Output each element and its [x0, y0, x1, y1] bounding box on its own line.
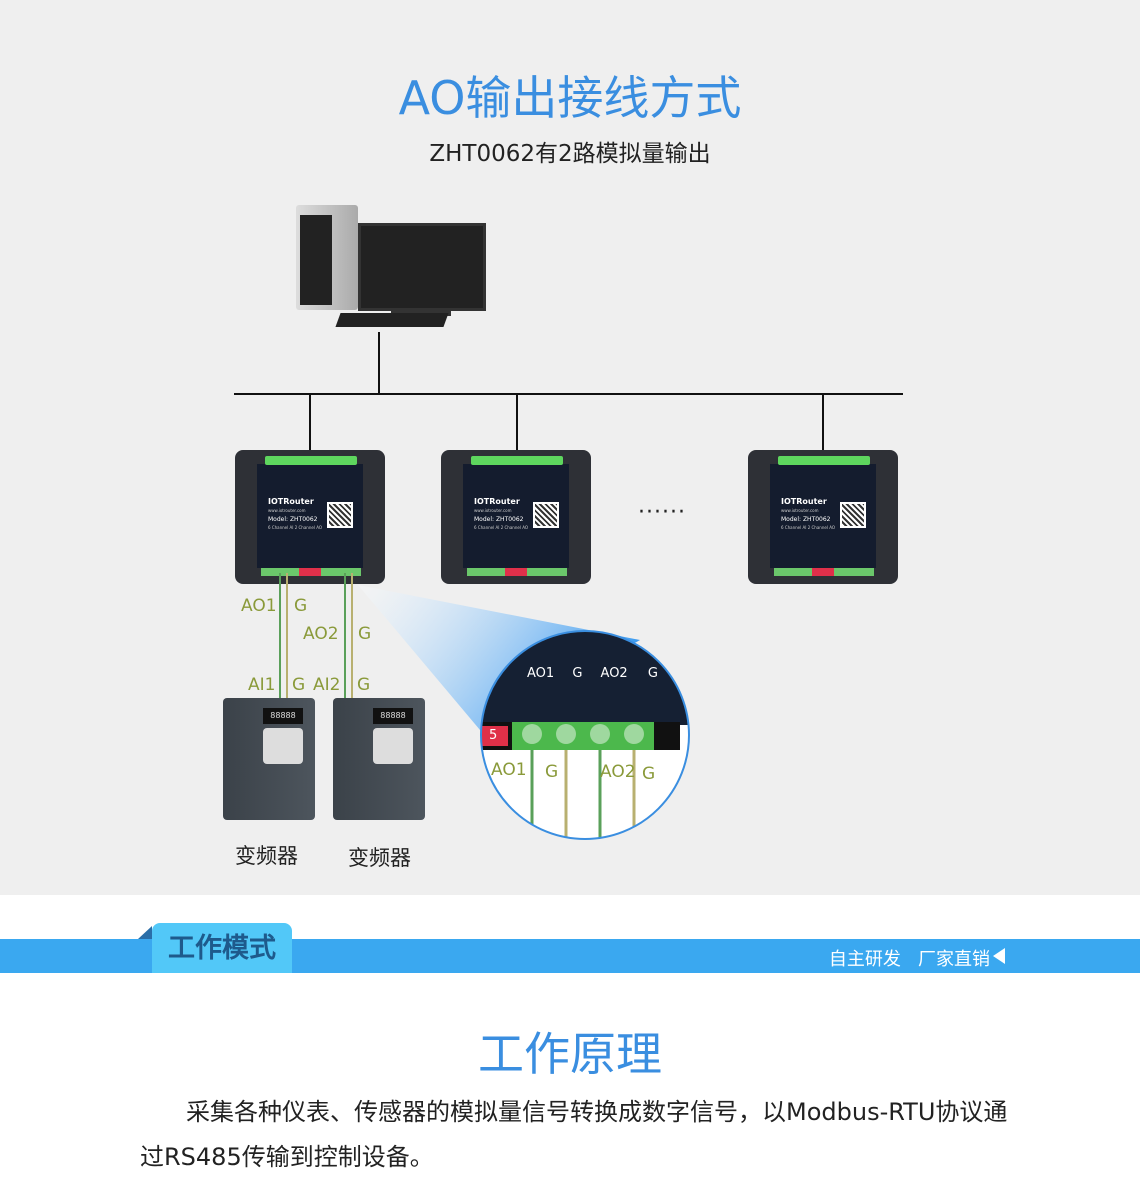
qr-code	[533, 502, 559, 528]
device-desc: 6 Channel AI 2 Channel AO	[781, 525, 836, 530]
inverter-label: 变频器	[235, 844, 298, 868]
slogan: 自主研发 厂家直销	[828, 949, 990, 970]
arrow-left-icon	[993, 948, 1005, 964]
label-ao2: AO2	[600, 666, 628, 681]
wire-label-g: G	[292, 675, 306, 695]
pin-number: 5	[489, 728, 498, 743]
zoom-top-labels: AO1 G AO2 G	[527, 666, 658, 681]
zoom-label-ao1: AO1	[491, 760, 527, 780]
device-model: Model: ZHT0062	[781, 516, 831, 523]
page-subtitle: ZHT0062有2路模拟量输出	[429, 141, 711, 167]
wire-label-g: G	[357, 675, 371, 695]
inverter: 88888	[223, 698, 315, 820]
zht0062-device: IOTRouter www.iotrouter.com Model: ZHT00…	[748, 450, 898, 584]
wire-label-ao1: AO1	[241, 596, 277, 616]
device-url: www.iotrouter.com	[268, 508, 306, 513]
bus-drop	[516, 394, 518, 452]
bus-drop	[309, 394, 311, 452]
bus-drop	[822, 394, 824, 452]
wire-label-ao2: AO2	[303, 624, 339, 644]
device-brand: IOTRouter	[781, 497, 827, 506]
rs485-bus	[234, 393, 903, 395]
qr-code	[327, 502, 353, 528]
wire-label-ai2: AI2	[313, 675, 341, 695]
inverter-label: 变频器	[348, 846, 411, 870]
wire-label-ai1: AI1	[248, 675, 276, 695]
principle-text: 采集各种仪表、传感器的模拟量信号转换成数字信号，以Modbus-RTU协议通过R…	[140, 1098, 1008, 1171]
zoom-label-g: G	[545, 762, 559, 782]
device-brand: IOTRouter	[268, 497, 314, 506]
tab-fold	[138, 926, 152, 939]
bus-drop	[378, 332, 380, 394]
zoom-cone	[358, 585, 640, 730]
inverter-display: 88888	[263, 708, 303, 724]
wire-label-g: G	[294, 596, 308, 616]
zht0062-device: IOTRouter www.iotrouter.com Model: ZHT00…	[235, 450, 385, 584]
zoom-callout	[279, 573, 690, 840]
zht0062-device: IOTRouter www.iotrouter.com Model: ZHT00…	[441, 450, 591, 584]
zoom-label-g: G	[642, 764, 656, 784]
page-title: AO输出接线方式	[398, 71, 742, 125]
label-ao1: AO1	[527, 666, 555, 681]
section-tab: 工作模式	[152, 923, 292, 973]
ellipsis: ······	[638, 500, 686, 525]
device-url: www.iotrouter.com	[474, 508, 512, 513]
label-g: G	[572, 666, 583, 681]
device-desc: 6 Channel AI 2 Channel AO	[474, 525, 529, 530]
device-url: www.iotrouter.com	[781, 508, 819, 513]
device-model: Model: ZHT0062	[268, 516, 318, 523]
inverter: 88888	[333, 698, 425, 820]
device-desc: 6 Channel AI 2 Channel AO	[268, 525, 323, 530]
device-model: Model: ZHT0062	[474, 516, 524, 523]
inverter-display: 88888	[373, 708, 413, 724]
qr-code	[840, 502, 866, 528]
device-brand: IOTRouter	[474, 497, 520, 506]
zoom-label-ao2: AO2	[600, 762, 636, 782]
principle-title: 工作原理	[478, 1027, 662, 1081]
label-g: G	[647, 666, 658, 681]
wire-label-g: G	[358, 624, 372, 644]
computer-icon	[296, 205, 486, 335]
